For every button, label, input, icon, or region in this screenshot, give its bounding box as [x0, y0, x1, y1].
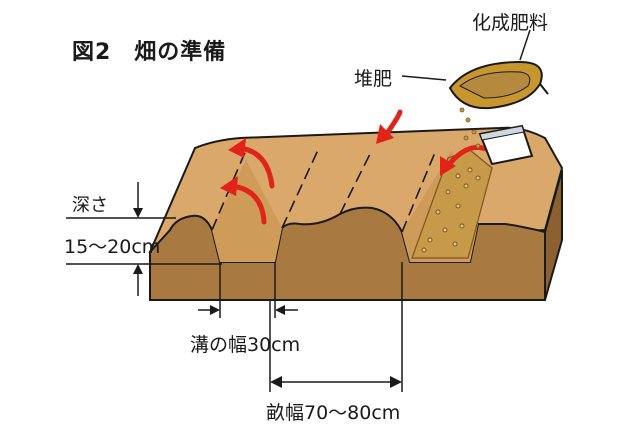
soil-side — [544, 169, 563, 301]
ridge-width-label: 畝幅70～80cm — [266, 402, 401, 424]
compost-label: 堆肥 — [354, 68, 393, 90]
compost-texture — [421, 167, 481, 253]
falling-compost — [459, 107, 481, 149]
red-arrowheads — [220, 124, 456, 196]
depth-dimension — [66, 182, 222, 296]
compost-basket — [448, 60, 549, 110]
furrow-width-label: 溝の幅30cm — [190, 334, 301, 356]
soil-front — [149, 206, 546, 301]
diagram-title: 図2 畑の準備 — [72, 40, 227, 65]
ridge-width-dimension — [269, 262, 403, 392]
furrow-floor-1 — [212, 160, 282, 262]
depth-label: 深さ — [72, 195, 108, 216]
furrow-width-dimension — [198, 262, 298, 318]
leader-lines — [401, 29, 531, 81]
chemical-fertilizer-label: 化成肥料 — [472, 12, 549, 34]
fertilizer-container — [478, 124, 534, 166]
depth-value-label: 15～20cm — [64, 236, 161, 258]
